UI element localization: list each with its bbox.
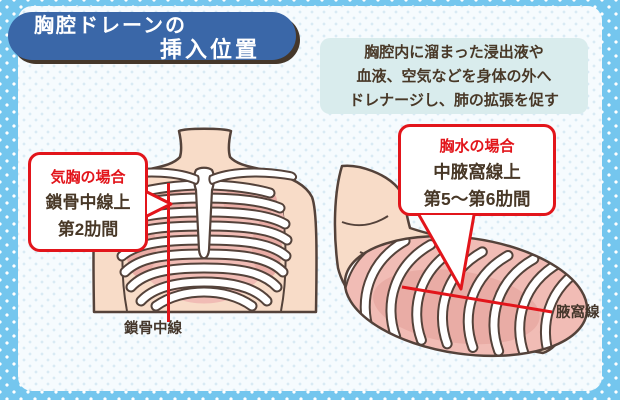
description-box: 胸腔内に溜まった浸出液や 血液、空気などを身体の外へ ドレナージし、肺の拡張を促… bbox=[320, 38, 588, 114]
callout-pleural-effusion-line2: 第5〜第6肋間 bbox=[423, 189, 531, 209]
clavicle-right bbox=[209, 169, 296, 184]
callout-pneumothorax-line1: 鎖骨中線上 bbox=[45, 193, 131, 212]
sternum bbox=[194, 168, 214, 259]
label-axillary-line: 腋窩線 bbox=[556, 305, 600, 321]
title-pill: 胸腔ドレーンの 挿入位置 bbox=[8, 12, 296, 62]
callout-pneumothorax-line2: 第2肋間 bbox=[57, 220, 119, 239]
armpit-crease-1 bbox=[342, 216, 388, 225]
callout-pleural-effusion-line1: 中腋窩線上 bbox=[433, 162, 521, 182]
callout-pneumothorax-heading: 気胸の場合 bbox=[50, 169, 126, 186]
callout-pleural-effusion-heading: 胸水の場合 bbox=[439, 138, 515, 155]
description-line3: ドレナージし、肺の拡張を促す bbox=[349, 92, 559, 109]
callout-pneumothorax: 気胸の場合 鎖骨中線上 第2肋間 bbox=[28, 152, 148, 252]
callout-pleural-effusion: 胸水の場合 中腋窩線上 第5〜第6肋間 bbox=[398, 124, 556, 216]
description-line2: 血液、空気などを身体の外へ bbox=[356, 68, 552, 85]
title-line2: 挿入位置 bbox=[160, 37, 261, 62]
label-midclavicular-line: 鎖骨中線 bbox=[124, 321, 182, 337]
title-line1: 胸腔ドレーンの bbox=[34, 15, 187, 37]
description-line1: 胸腔内に溜まった浸出液や bbox=[364, 44, 544, 61]
